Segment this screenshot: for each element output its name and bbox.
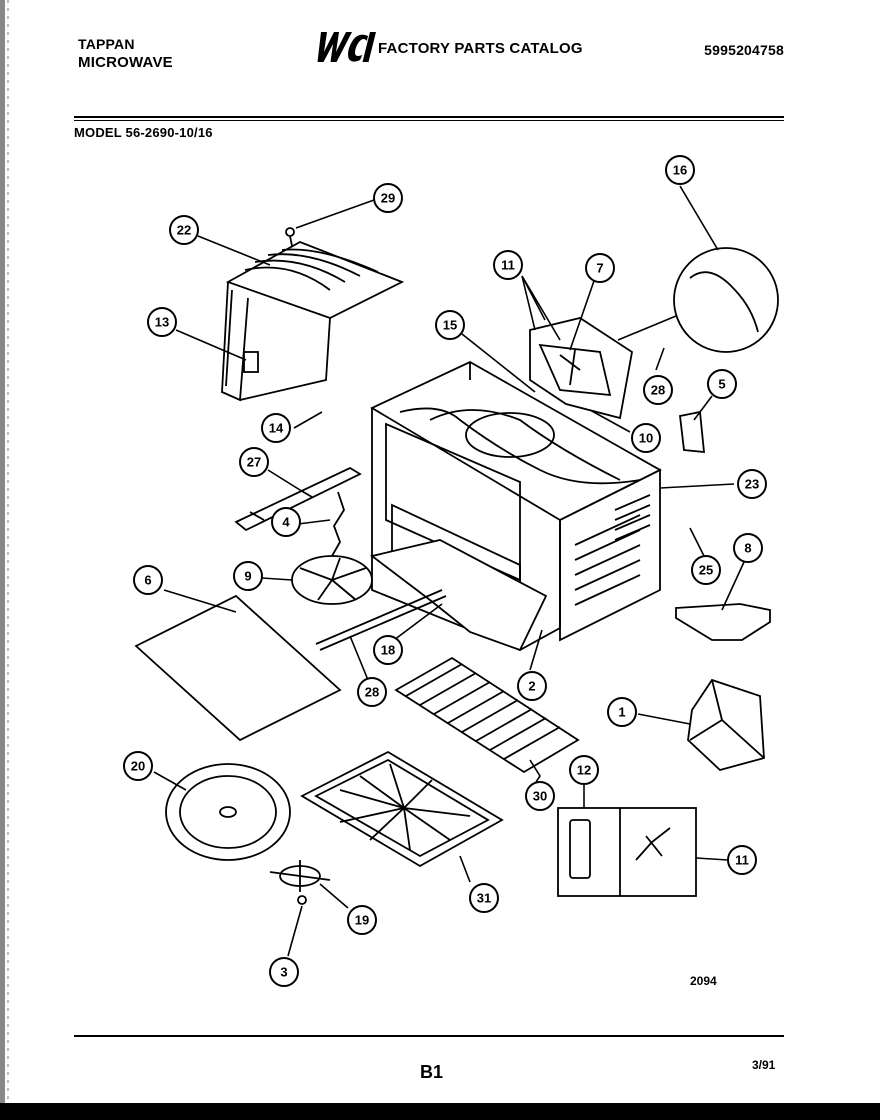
callout-7: 7 <box>585 253 615 283</box>
svg-text:22: 22 <box>177 223 191 238</box>
callout-8: 8 <box>733 533 763 563</box>
figure-number: 2094 <box>690 974 717 988</box>
callout-28: 28 <box>357 677 387 707</box>
model-number: MODEL 56-2690-10/16 <box>74 125 213 140</box>
callout-14: 14 <box>261 413 291 443</box>
callout-31: 31 <box>469 883 499 913</box>
part-turntable-20 <box>165 763 291 861</box>
svg-text:8: 8 <box>744 541 751 556</box>
svg-text:5: 5 <box>718 377 725 392</box>
callout-6: 6 <box>133 565 163 595</box>
svg-text:20: 20 <box>131 759 145 774</box>
part-switch-4 <box>331 491 345 557</box>
part-rod-28 <box>315 589 447 651</box>
svg-text:25: 25 <box>699 563 713 578</box>
parts-kit-box <box>557 807 697 897</box>
callout-30: 30 <box>525 781 555 811</box>
svg-text:12: 12 <box>577 763 591 778</box>
part-air-guide-1 <box>687 678 765 772</box>
revision-date: 3/91 <box>752 1058 776 1072</box>
svg-text:23: 23 <box>745 477 759 492</box>
part-screw-29 <box>285 227 295 247</box>
svg-text:13: 13 <box>155 315 169 330</box>
wci-logo <box>317 32 376 62</box>
svg-text:11: 11 <box>735 853 749 868</box>
svg-text:14: 14 <box>269 421 284 436</box>
part-oven-cavity <box>370 360 662 651</box>
callout-10: 10 <box>631 423 661 453</box>
part-rack-30 <box>394 656 580 774</box>
part-control-bracket <box>529 317 633 420</box>
svg-text:19: 19 <box>355 913 369 928</box>
svg-text:27: 27 <box>247 455 261 470</box>
callout-26: 28 <box>643 375 673 405</box>
part-base-plate-18 <box>369 539 548 652</box>
scan-bottom-edge <box>0 1103 880 1120</box>
callout-29: 29 <box>373 183 403 213</box>
svg-text:11: 11 <box>501 258 515 273</box>
svg-text:4: 4 <box>282 515 290 530</box>
page-label: B1 <box>420 1062 444 1082</box>
callout-15: 15 <box>435 310 465 340</box>
part-outer-cabinet <box>221 241 405 402</box>
part-duct-8 <box>675 603 771 641</box>
callout-11-top: 11 <box>493 250 523 280</box>
part-roller-19 <box>269 860 331 905</box>
part-fan-9 <box>291 555 373 605</box>
callout-4: 4 <box>271 507 301 537</box>
svg-text:6: 6 <box>144 573 151 588</box>
svg-text:16: 16 <box>673 163 687 178</box>
svg-text:28: 28 <box>365 685 379 700</box>
header-rule <box>74 116 784 118</box>
callout-9: 9 <box>233 561 263 591</box>
svg-text:7: 7 <box>596 261 603 276</box>
svg-text:29: 29 <box>381 191 395 206</box>
part-latch-27 <box>234 466 362 532</box>
svg-text:1: 1 <box>618 705 625 720</box>
svg-text:3: 3 <box>280 965 287 980</box>
callout-23: 23 <box>737 469 767 499</box>
callout-19: 19 <box>347 905 377 935</box>
callout-22: 22 <box>169 215 199 245</box>
svg-text:10: 10 <box>639 431 653 446</box>
callout-27: 27 <box>239 447 269 477</box>
callout-13: 13 <box>147 307 177 337</box>
part-tray-31 <box>300 750 504 868</box>
svg-text:9: 9 <box>244 569 251 584</box>
svg-text:15: 15 <box>443 318 457 333</box>
part-wire-harness-detail <box>617 247 779 353</box>
callout-25: 25 <box>691 555 721 585</box>
svg-text:18: 18 <box>381 643 395 658</box>
callout-3: 3 <box>269 957 299 987</box>
svg-text:28: 28 <box>651 383 665 398</box>
header-rule-thin <box>74 120 784 121</box>
part-panel-6 <box>134 594 342 742</box>
callout-5: 5 <box>707 369 737 399</box>
leader-lines <box>153 185 745 957</box>
part-bracket-5 <box>679 410 706 454</box>
svg-text:2: 2 <box>528 679 535 694</box>
scan-edge-artifact <box>0 0 9 1120</box>
callout-18: 18 <box>373 635 403 665</box>
callout-20: 20 <box>123 751 153 781</box>
footer-rule <box>74 1035 784 1037</box>
catalog-title: FACTORY PARTS CATALOG <box>378 40 583 57</box>
callout-2: 2 <box>517 671 547 701</box>
catalog-number: 5995204758 <box>704 42 784 58</box>
brand-line-1: TAPPAN <box>78 36 135 52</box>
svg-text:31: 31 <box>477 891 491 906</box>
brand-line-2: MICROWAVE <box>78 54 173 71</box>
svg-text:30: 30 <box>533 789 547 804</box>
callout-16: 16 <box>665 155 695 185</box>
callout-1: 1 <box>607 697 637 727</box>
callout-12: 12 <box>569 755 599 785</box>
callout-11-bottom: 11 <box>727 845 757 875</box>
